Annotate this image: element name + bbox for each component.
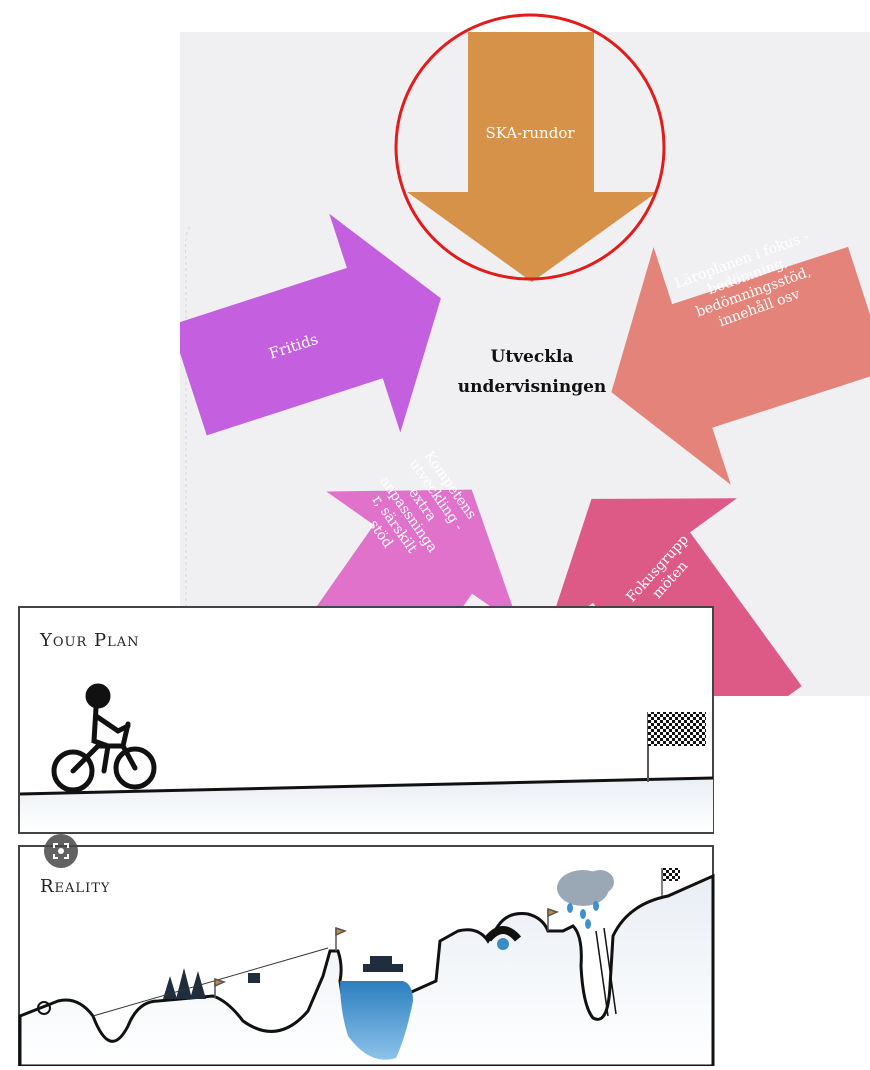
lens-search-button[interactable]	[44, 834, 78, 868]
arrow-ska-rundor: SKA-rundor	[407, 32, 657, 282]
your-plan-heading: Your Plan	[39, 630, 140, 651]
arrow-fritids: Fritids	[180, 213, 441, 436]
google-lens-icon	[53, 843, 69, 859]
rain-cloud-icon	[557, 870, 614, 929]
plan-vs-reality-cartoon: Your Plan Reality	[18, 606, 715, 1068]
arrow-label-line: SKA-rundor	[485, 124, 575, 142]
cyclist-icon	[51, 683, 157, 793]
ladder-icon	[595, 927, 617, 1017]
reality-heading: Reality	[40, 876, 110, 897]
goal-flag-icon	[662, 868, 680, 881]
center-title-line1: Utveckla	[491, 347, 574, 367]
boat-icon	[363, 956, 403, 972]
bridge-icon	[484, 926, 522, 942]
cartoon-graphic: Your Plan Reality	[18, 606, 715, 1068]
finish-flag-icon	[647, 712, 706, 782]
arrow-label-ska-rundor: SKA-rundor	[485, 124, 575, 142]
cable-car-icon	[248, 973, 260, 983]
center-title-line2: undervisningen	[458, 377, 607, 397]
highlight-circle	[394, 13, 666, 281]
